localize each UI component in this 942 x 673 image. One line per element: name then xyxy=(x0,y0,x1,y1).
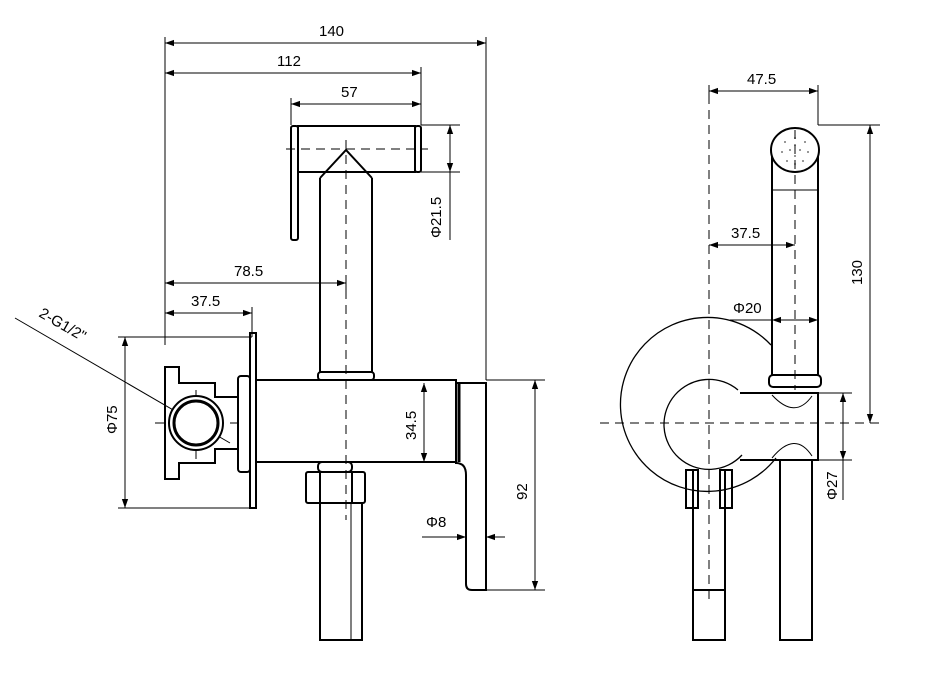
dim-label: 92 xyxy=(514,483,531,500)
dim-label: 112 xyxy=(277,53,301,70)
dim-label: 130 xyxy=(849,260,866,285)
hose xyxy=(319,502,363,641)
front-view: 140 112 57 Φ21.5 78.5 37.5 Φ75 2-G1/2" 3… xyxy=(14,23,545,641)
hand-shower xyxy=(771,150,819,375)
dim-label: 34.5 xyxy=(403,411,420,440)
dim-label: Φ27 xyxy=(824,471,841,500)
lever-handle xyxy=(455,382,487,591)
dim-label: 140 xyxy=(319,23,344,40)
dim-label: 57 xyxy=(341,84,358,101)
inlet-ring xyxy=(168,395,224,451)
shower-hose xyxy=(779,459,813,641)
dim-label: Φ20 xyxy=(733,300,762,317)
dim-label: Φ75 xyxy=(104,405,121,434)
dim-label: 2-G1/2" xyxy=(36,305,89,345)
dim-label: 78.5 xyxy=(234,263,263,280)
plate-collar xyxy=(237,375,251,473)
dim-label: Φ8 xyxy=(426,514,446,531)
dim-label: Φ21.5 xyxy=(428,197,445,238)
inlet-fitting xyxy=(164,366,239,480)
dim-label: 47.5 xyxy=(747,71,776,88)
wall-flange xyxy=(619,316,777,493)
hose-nut xyxy=(305,471,366,504)
spray-stem xyxy=(319,178,373,372)
spray-head xyxy=(290,125,422,241)
valve-body xyxy=(255,379,457,463)
side-view: 47.5 130 37.5 Φ20 Φ27 xyxy=(600,71,880,641)
flange-inner xyxy=(663,378,743,471)
dim-label: 37.5 xyxy=(191,293,220,310)
dim-label: 37.5 xyxy=(731,225,760,242)
